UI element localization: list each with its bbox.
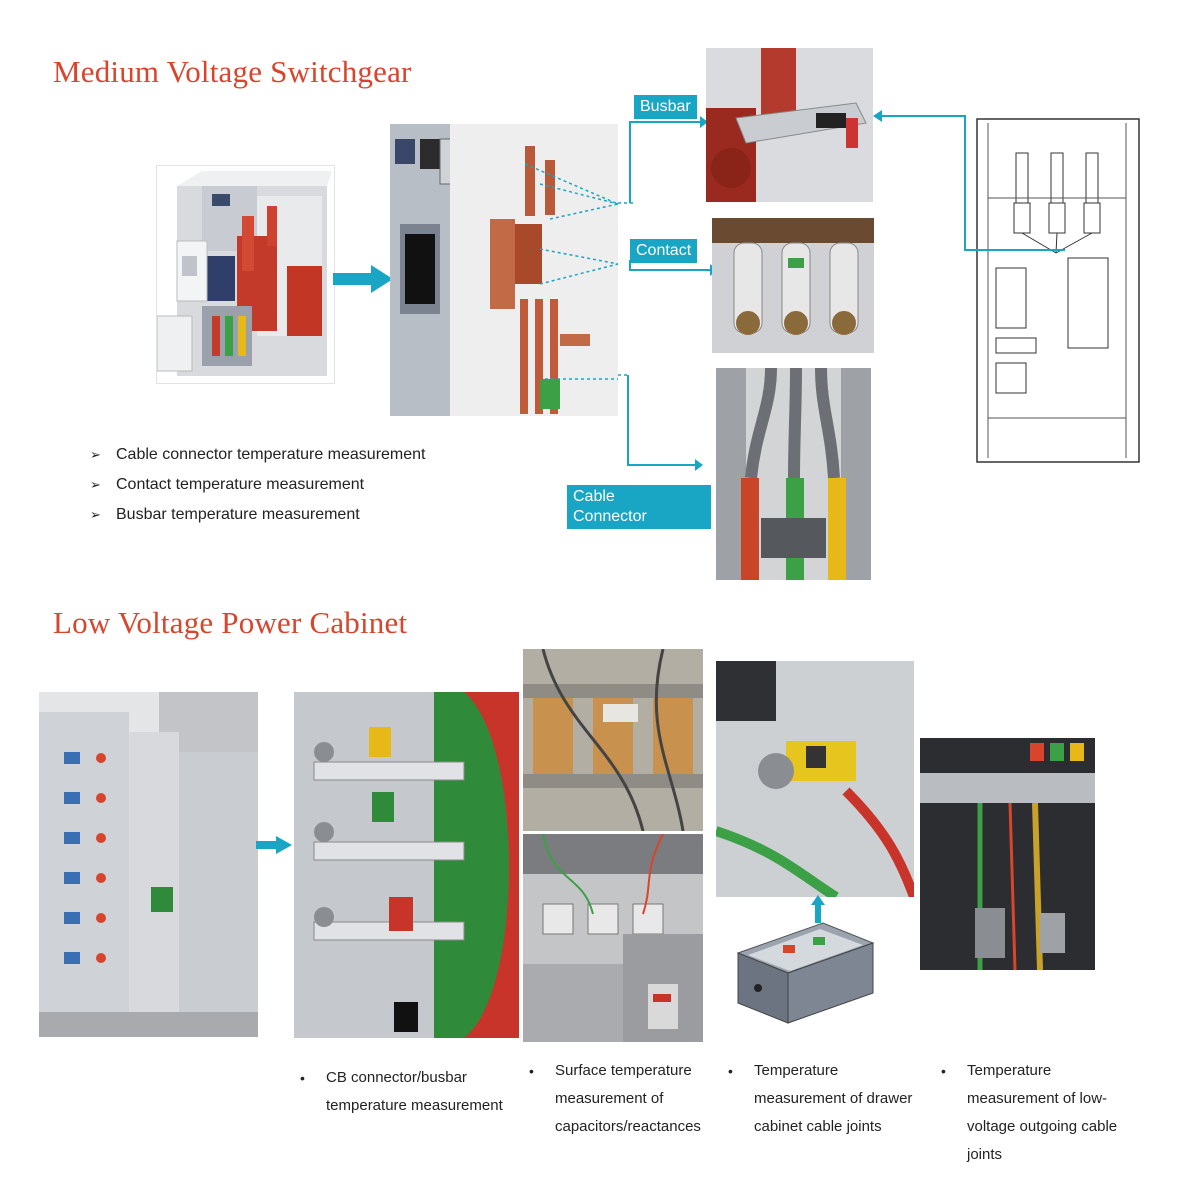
caption-line: joints — [967, 1146, 1003, 1163]
bullet-dot-icon: • — [728, 1063, 733, 1079]
arrow-bullet-icon: ➢ — [90, 507, 101, 522]
lv-outgoing-cable-joint-photo — [920, 738, 1095, 970]
caption-line: cabinet cable joints — [754, 1118, 882, 1135]
caption-line: Temperature — [967, 1062, 1052, 1079]
mv-bullet-item: ➢ Busbar temperature measurement — [90, 504, 426, 534]
caption-line: temperature measurement — [326, 1097, 503, 1114]
title-medium-voltage: Medium Voltage Switchgear — [53, 54, 412, 89]
contact-tag: Contact — [630, 239, 698, 263]
mv-bullet-text: Cable connector temperature measurement — [116, 446, 426, 463]
bullet-dot-icon: • — [529, 1063, 534, 1079]
caption-line: CB connector/busbar — [326, 1069, 467, 1086]
lv-caption-outgoing-cable: • Temperature measurement of low- voltag… — [941, 1057, 1118, 1169]
arrow-right-icon — [333, 265, 393, 293]
caption-line: capacitors/reactances — [555, 1118, 701, 1135]
arrow-right-icon — [256, 836, 292, 854]
mv-cabinet-illustration — [156, 165, 335, 384]
arrow-bullet-icon: ➢ — [90, 477, 101, 492]
lv-caption-drawer: • Temperature measurement of drawer cabi… — [728, 1057, 913, 1141]
arrow-bullet-icon: ➢ — [90, 447, 101, 462]
bullet-dot-icon: • — [300, 1070, 305, 1086]
bullet-dot-icon: • — [941, 1063, 946, 1079]
cable-connector-tag: Cable Connector — [567, 485, 711, 529]
mv-bullet-list: ➢ Cable connector temperature measurement… — [90, 444, 426, 534]
arrow-up-icon — [811, 895, 825, 923]
busbar-photo — [706, 48, 873, 202]
title-low-voltage: Low Voltage Power Cabinet — [53, 605, 408, 640]
capacitor-photo — [523, 834, 703, 1042]
caption-line: measurement of low- — [967, 1090, 1108, 1107]
busbar-tag: Busbar — [634, 95, 697, 119]
cb-connector-busbar-photo — [294, 692, 519, 1038]
mv-single-line-diagram — [976, 118, 1140, 463]
mv-bullet-text: Busbar temperature measurement — [116, 506, 360, 523]
lv-cabinet-row-photo — [39, 692, 258, 1037]
contact-photo — [712, 218, 874, 353]
mv-bullet-item: ➢ Contact temperature measurement — [90, 474, 426, 504]
mv-bullet-item: ➢ Cable connector temperature measurement — [90, 444, 426, 474]
lv-caption-cb-connector: • CB connector/busbar temperature measur… — [300, 1064, 503, 1120]
caption-line: measurement of drawer — [754, 1090, 913, 1107]
diagram-to-busbar-arrow — [870, 108, 1070, 258]
lv-caption-capacitors: • Surface temperature measurement of cap… — [529, 1057, 701, 1141]
cable-connector-photo — [716, 368, 871, 580]
cable-connector-tag-line2: Connector — [573, 508, 647, 525]
drawer-3d-model — [728, 913, 876, 1031]
cable-connector-tag-line1: Cable — [573, 488, 615, 505]
mv-bullet-text: Contact temperature measurement — [116, 476, 365, 493]
caption-line: Temperature — [754, 1062, 839, 1079]
caption-line: voltage outgoing cable — [967, 1118, 1118, 1135]
mv-switchgear-section-image — [390, 124, 618, 416]
reactance-photo — [523, 649, 703, 831]
drawer-cable-joint-photo — [716, 661, 914, 897]
caption-line: measurement of — [555, 1090, 664, 1107]
caption-line: Surface temperature — [555, 1062, 692, 1079]
